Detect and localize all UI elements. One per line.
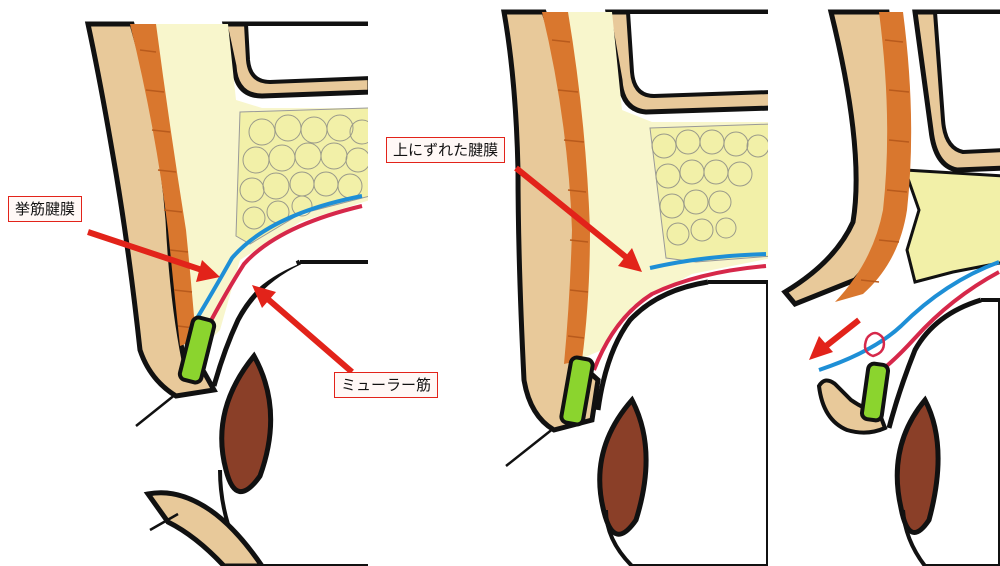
fat-lobules — [651, 129, 768, 246]
eyelash — [505, 427, 555, 467]
tarsal-plate — [177, 315, 217, 385]
panel-displaced-drawing — [501, 9, 768, 566]
label-levator-aponeurosis: 挙筋腱膜 — [8, 196, 83, 222]
panel-separated-levator — [775, 0, 1000, 566]
arrow-muller-head — [252, 285, 276, 308]
lens — [219, 351, 274, 495]
panel-separated-drawing — [781, 9, 1000, 566]
conjunctiva — [211, 259, 302, 387]
eyelash — [135, 393, 177, 427]
arrow-displaced-aponeurosis — [514, 165, 634, 265]
arrow-muller — [260, 291, 354, 375]
levator-aponeurosis-line — [188, 194, 363, 332]
conjunctiva-inner — [237, 259, 298, 306]
aponeurosis-line — [818, 260, 1000, 372]
lens — [597, 395, 649, 537]
arrow-levator-aponeurosis-head — [196, 260, 220, 282]
orbicularis-texture — [551, 39, 589, 339]
conjunctiva — [886, 297, 982, 429]
dehiscence-loop — [863, 331, 886, 358]
orbicularis-muscle — [835, 12, 912, 302]
lower-eyelid — [143, 490, 266, 566]
lens — [894, 395, 941, 535]
arrow-descent — [819, 317, 861, 353]
arrow-descent-head — [809, 336, 833, 360]
muller-muscle-line — [592, 264, 767, 371]
orbit-inner-white — [625, 10, 768, 99]
tarsal-plate — [859, 361, 891, 423]
fat-lobules — [239, 114, 368, 230]
panel-normal-eyelid — [0, 0, 368, 566]
globe — [604, 279, 768, 566]
soft-tissue — [902, 168, 1000, 284]
muller-muscle-line — [877, 270, 1000, 374]
lower-lash — [149, 512, 179, 532]
orbital-fat — [649, 123, 768, 263]
tarsal-plate — [559, 355, 595, 427]
panel-normal-eyelid-drawing — [84, 21, 368, 566]
label-muller-muscle: ミューラー筋 — [334, 372, 439, 398]
conjunctiva — [595, 279, 709, 411]
label-displaced-aponeurosis: 上にずれた腱膜 — [386, 137, 506, 163]
globe — [218, 260, 368, 566]
orbicularis-texture — [139, 49, 195, 329]
orbicularis-muscle — [542, 12, 590, 364]
arrow-displaced-aponeurosis-head — [618, 248, 642, 272]
arrow-levator-aponeurosis — [87, 229, 209, 275]
displaced-aponeurosis-line — [649, 252, 767, 270]
muller-muscle-line — [204, 204, 363, 331]
orbit-inner-white — [243, 22, 368, 85]
panel-displaced-aponeurosis — [482, 0, 768, 566]
orbicularis-texture — [860, 39, 910, 283]
globe — [901, 298, 1000, 566]
orbit-inner-white — [932, 10, 1000, 155]
